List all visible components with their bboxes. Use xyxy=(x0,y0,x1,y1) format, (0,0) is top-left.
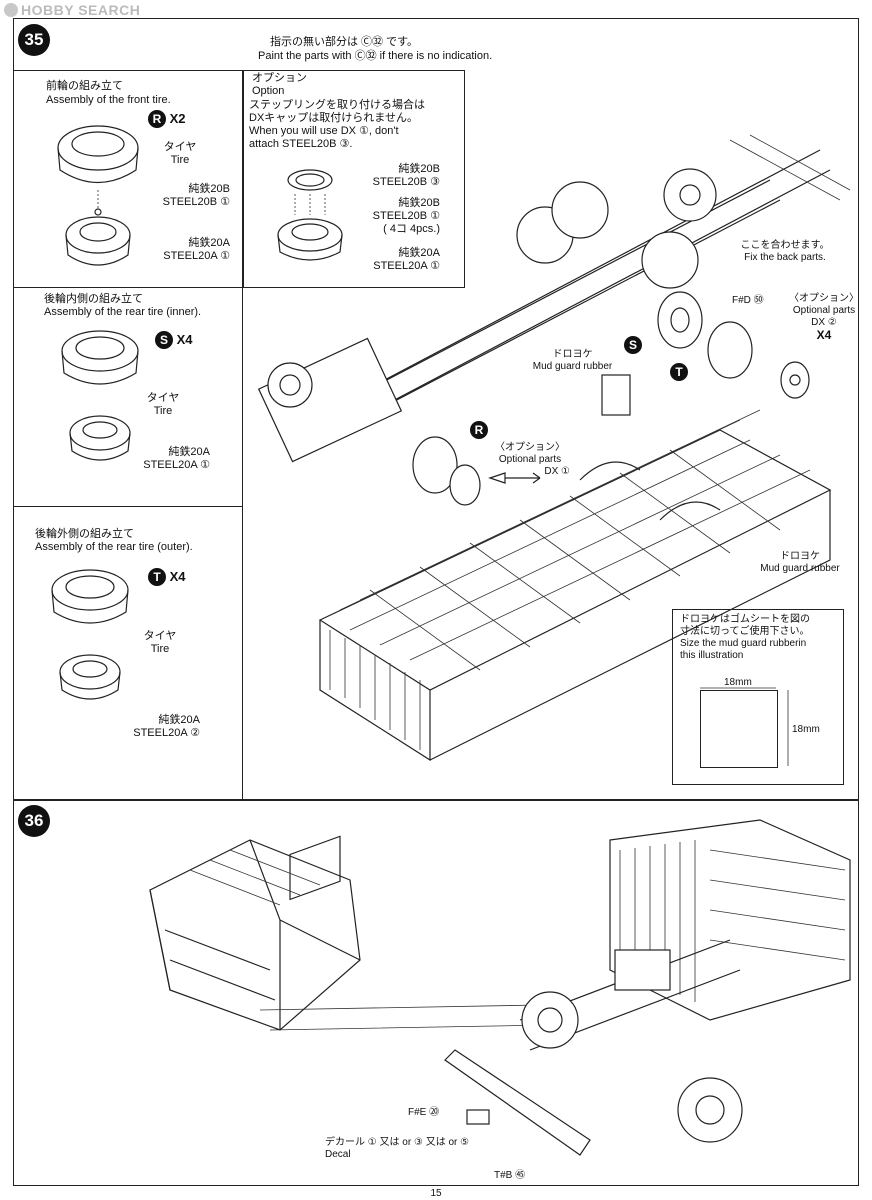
rear-outer-box xyxy=(13,506,243,800)
size-dim-w: 18mm xyxy=(724,677,752,688)
size-instructions: ドロヨケはゴムシートを図の 寸法に切ってご使用下さい。 Size the mud… xyxy=(680,614,810,661)
front-part-badge: R xyxy=(148,110,166,128)
mud-guard-label-1: ドロヨケ Mud guard rubber xyxy=(532,349,613,372)
logo-mark-icon xyxy=(4,3,18,17)
chassis-assembly-drawing xyxy=(257,134,851,762)
rear-inner-count: X4 xyxy=(176,332,193,347)
front-count: X2 xyxy=(169,111,186,126)
rear-inner-title: 後輪内側の組み立て Assembly of the rear tire (inn… xyxy=(44,293,202,318)
cab-chassis-drawing xyxy=(149,819,851,1156)
rear-inner-part: 純鉄20A STEEL20A ① xyxy=(143,446,210,471)
size-dim-h: 18mm xyxy=(792,724,820,735)
rear-outer-tire-label: タイヤ Tire xyxy=(143,630,177,655)
option-part2: 純鉄20B STEEL20B ① ( 4コ 4pcs.) xyxy=(372,197,440,235)
page-number: 15 xyxy=(430,1188,442,1199)
step35-note-en: Paint the parts with Ⓒ㉜ if there is no i… xyxy=(258,50,493,62)
step35-note-jp: 指示の無い部分は Ⓒ㉜ です。 xyxy=(270,36,419,48)
step35-badge: 35 xyxy=(18,24,50,56)
front-qty: R X2 xyxy=(148,110,186,128)
optional-parts-1: 〈オプション〉 Optional parts DX ② X4 xyxy=(789,293,859,342)
decal-label: デカール ① 又は or ③ 又は or ⑤ Decal xyxy=(325,1137,470,1160)
rear-outer-count: X4 xyxy=(169,569,186,584)
rear-inner-drawing xyxy=(61,330,139,461)
option-desc: ステップリングを取り付ける場合は DXキャップは取付けられません。 When y… xyxy=(249,99,425,150)
front-part2: 純鉄20A STEEL20A ① xyxy=(163,237,230,262)
step36-frame xyxy=(13,800,859,1186)
size-dimension-lines xyxy=(700,687,789,766)
rear-inner-badge: S xyxy=(155,331,173,349)
badge-t-main: T xyxy=(670,363,688,381)
watermark-logo: HOBBY SEARCH xyxy=(4,2,140,18)
rear-outer-qty: T X4 xyxy=(148,568,186,586)
front-part1: 純鉄20B STEEL20B ① xyxy=(162,183,230,208)
option-part3: 純鉄20A STEEL20A ① xyxy=(373,247,440,272)
rear-inner-tire-label: タイヤ Tire xyxy=(146,392,180,417)
front-title-en: Assembly of the front tire. xyxy=(46,94,171,106)
option-wheel-drawing xyxy=(277,169,343,261)
front-title-jp: 前輪の組み立て xyxy=(46,80,123,92)
tb-label: T#B ㊺ xyxy=(494,1170,526,1181)
step36-badge: 36 xyxy=(18,805,50,837)
option-part1: 純鉄20B STEEL20B ③ xyxy=(372,163,440,188)
align-note: ここを合わせます。 Fix the back parts. xyxy=(740,240,830,263)
rear-inner-qty: S X4 xyxy=(155,331,193,349)
front-tire-drawing xyxy=(57,125,139,266)
mud-guard-label-2: ドロヨケ Mud guard rubber xyxy=(760,551,840,574)
size-square xyxy=(700,690,778,768)
mud-guard-size-box xyxy=(672,609,844,785)
fd-label: F#D ㊿ xyxy=(732,295,764,306)
fe-label: F#E ⑳ xyxy=(408,1107,440,1118)
rear-outer-title: 後輪外側の組み立て Assembly of the rear tire (out… xyxy=(35,528,193,553)
optional-parts-2: 〈オプション〉 Optional parts DX ① xyxy=(495,442,570,477)
option-title: オプション Option xyxy=(252,72,307,97)
rear-outer-badge: T xyxy=(148,568,166,586)
badge-r-main: R xyxy=(470,421,488,439)
front-tire-label: タイヤ Tire xyxy=(163,141,197,166)
rear-outer-part: 純鉄20A STEEL20A ② xyxy=(133,714,200,739)
option-box xyxy=(243,70,465,288)
badge-s-main: S xyxy=(624,336,642,354)
rear-outer-drawing xyxy=(51,569,129,700)
